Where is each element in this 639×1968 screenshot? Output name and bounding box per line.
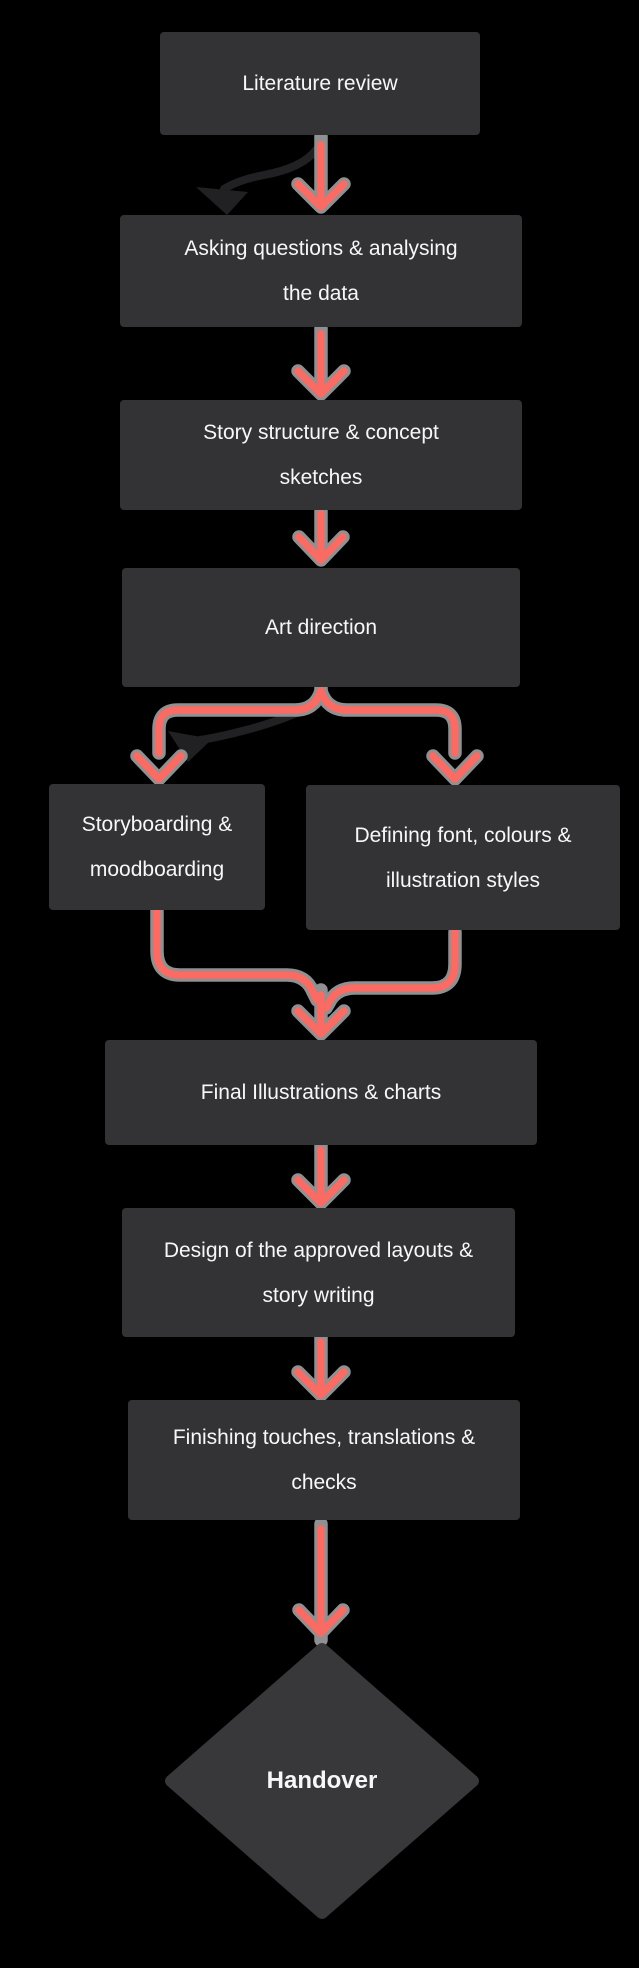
node-art-direction: Art direction: [122, 568, 520, 687]
node-label: Design of the approved layouts &: [163, 1238, 474, 1262]
node-label: Literature review: [242, 72, 398, 95]
handover-diamond-shape: [165, 1643, 479, 1919]
node-final-illustrations: Final Illustrations & charts: [105, 1040, 537, 1145]
sketch-arrow-top: [196, 146, 320, 215]
node-label: story writing: [262, 1283, 375, 1307]
node-label: Art direction: [264, 616, 378, 639]
node-label: Story structure & concept: [203, 421, 439, 444]
arrow-split-art-direction: [130, 679, 484, 786]
node-label: Defining font, colours &: [354, 823, 572, 847]
arrow-design-to-finishing: [291, 1330, 351, 1402]
node-label: Storyboarding &: [81, 813, 233, 836]
arrow-merge-to-final: [150, 904, 462, 1041]
arrow-literature-to-asking: [291, 129, 351, 214]
node-label: Final Illustrations & charts: [200, 1081, 442, 1104]
node-asking-questions: Asking questions & analysing the data: [120, 215, 522, 327]
arrow-finishing-to-handover: [292, 1517, 350, 1647]
node-storyboarding: Storyboarding & moodboarding: [49, 784, 265, 910]
node-label: illustration styles: [385, 868, 541, 892]
node-label: Asking questions & analysing: [184, 237, 458, 260]
node-handover: Handover: [159, 1637, 485, 1925]
node-defining-font: Defining font, colours & illustration st…: [306, 785, 620, 930]
node-finishing-touches: Finishing touches, translations & checks: [128, 1400, 520, 1520]
handover-label: Handover: [266, 1767, 378, 1794]
node-design-layouts: Design of the approved layouts & story w…: [122, 1208, 515, 1337]
arrow-final-to-design: [291, 1137, 351, 1210]
node-label: Finishing touches, translations &: [172, 1426, 476, 1449]
node-label: moodboarding: [89, 858, 225, 881]
arrow-story-to-art: [292, 504, 350, 567]
node-label: checks: [291, 1471, 357, 1494]
node-label: sketches: [279, 466, 363, 489]
node-literature-review: Literature review: [160, 32, 480, 135]
node-label: the data: [283, 282, 359, 305]
node-story-structure: Story structure & concept sketches: [120, 400, 522, 510]
arrow-asking-to-story: [291, 321, 351, 401]
